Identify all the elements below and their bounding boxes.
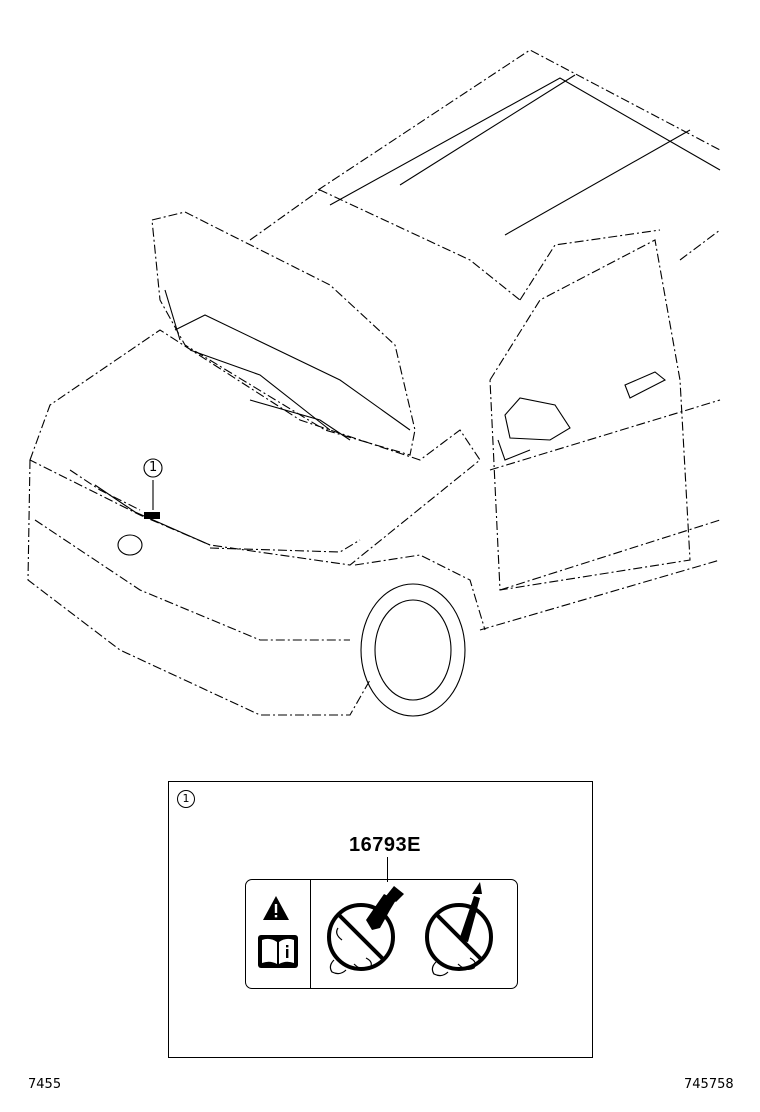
front-fascia [29, 329, 481, 566]
headlight [69, 469, 141, 511]
door-handle [624, 371, 667, 399]
front-bumper [27, 459, 371, 716]
headlight-right [209, 539, 361, 553]
owners-manual-icon [258, 935, 298, 968]
hood-prop-rod [164, 289, 181, 341]
side-line-1 [489, 399, 721, 471]
wiper-1 [189, 349, 331, 431]
roof-rail-2 [504, 129, 691, 236]
no-tool-near-fan-icon [425, 882, 493, 977]
mirror-base [497, 439, 531, 461]
hood-inner [174, 314, 411, 431]
a-pillar [519, 229, 661, 301]
roof-rail [399, 74, 576, 186]
warning-triangle-icon [263, 896, 289, 920]
vehicle-drawing [27, 49, 721, 717]
part-leader-line [387, 857, 389, 882]
grille-line [94, 484, 211, 546]
windshield [249, 189, 521, 301]
door-frame [489, 239, 691, 591]
roof-inner-line [329, 77, 721, 206]
bumper-lower [34, 519, 350, 641]
footer-left-code: 7455 [28, 1077, 62, 1092]
front-tire [360, 583, 466, 717]
callout-number: 1 [149, 460, 158, 475]
front-fender [354, 554, 486, 631]
footer-right-code: 745758 [684, 1077, 734, 1092]
fog-light [117, 534, 143, 556]
label-divider [310, 880, 312, 988]
rear-door-edge [679, 229, 721, 261]
wiper-2 [249, 399, 351, 441]
front-wheel-rim [374, 599, 452, 701]
detail-box: 1 16793E [168, 781, 593, 1058]
callout-circle [143, 458, 163, 478]
label-location-marker [144, 512, 160, 519]
part-number: 16793E [349, 834, 421, 856]
side-line-2 [499, 519, 721, 591]
caution-label [245, 879, 518, 989]
no-hand-near-fan-icon [327, 886, 404, 975]
detail-ref-number: 1 [177, 790, 195, 808]
side-mirror [504, 397, 571, 441]
label-graphics [258, 882, 493, 977]
roof-outline [317, 49, 721, 191]
side-line-3 [479, 559, 721, 631]
hood-panel [151, 211, 416, 456]
